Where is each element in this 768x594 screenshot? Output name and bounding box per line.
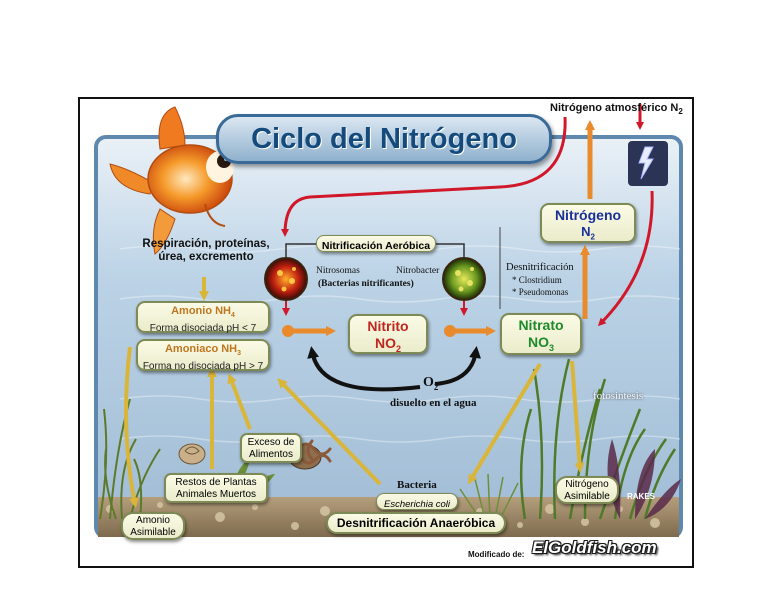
diagram-title: Ciclo del Nitrógeno: [251, 122, 517, 155]
nitrificacion-label: Nitrificación Aeróbica: [316, 235, 436, 252]
arrow-oxygen-right: [434, 346, 482, 386]
arrow-dot-left: [282, 325, 294, 337]
fotosintesis-label: fotosintesis: [593, 390, 644, 402]
nitrosomas-label: Nitrosomas: [316, 266, 360, 276]
title-banner: Ciclo del Nitrógeno: [216, 114, 552, 164]
fish-food-worms: [296, 439, 332, 465]
oxygen-label: O2: [423, 375, 439, 392]
restos-box: Restos de Plantas Animales Muertos: [164, 473, 268, 503]
nitrosomas-bacteria-icon: [264, 257, 308, 301]
bottom-strip: [80, 537, 692, 566]
diagram-frame: Ciclo del Nitrógeno Nitrógeno atmosféric…: [78, 97, 694, 568]
amonio-box: Amonio NH4 Forma disociada pH < 7: [136, 301, 270, 334]
rakes-label: RAKES: [627, 492, 656, 501]
fish-source-label: Respiración, proteínas, úrea, excremento: [142, 238, 270, 263]
nitrato-box: Nitrato NO3: [500, 313, 582, 355]
nitrobacter-label: Nitrobacter: [396, 266, 440, 276]
elgoldfish-logo: ElGoldfish.com: [532, 538, 657, 557]
oxygen-desc: disuelto en el agua: [390, 397, 477, 409]
arrow-lightning-to-nitrato: [597, 190, 654, 327]
arrow-restos-up-2: [227, 373, 252, 430]
nitrogeno-asimilable-box: Nitrógeno Asimilable: [555, 476, 619, 504]
nitrificacion-bracket: [285, 243, 465, 257]
arrow-oxygen-left: [307, 346, 421, 392]
desnitrificacion-label: Desnitrificación * Clostridium * Pseudom…: [506, 262, 574, 297]
arrow-nitrato-asimilable: [570, 360, 585, 473]
nitrogeno-box: Nitrógeno N2: [540, 203, 636, 243]
bacteria-label: Bacteria: [397, 479, 437, 491]
amoniaco-box: Amoniaco NH3 Forma no disociada pH > 7: [136, 339, 270, 372]
nitrito-box: Nitrito NO2: [348, 314, 428, 354]
modificado-label: Modificado de:: [468, 550, 525, 559]
arrow-nitrato-to-bacteria: [467, 362, 542, 485]
atmospheric-nitrogen-label: Nitrógeno atmosférico N2: [550, 102, 683, 117]
nitrobacter-bacteria-icon: [442, 257, 486, 301]
bacterias-nitrificantes-label: (Bacterias nitrificantes): [318, 279, 414, 289]
desnitrificacion-anaerobica-box: Desnitrificación Anaeróbica: [326, 512, 506, 534]
arrow-atm-to-nitrosomas: [281, 116, 567, 237]
arrow-amonio-asimilable: [124, 346, 139, 508]
escherichia-box: Escherichia coli: [376, 493, 458, 510]
exceso-alimentos-box: Exceso de Alimentos: [240, 433, 302, 463]
amonio-asimilable-box: Amonio Asimilable: [121, 512, 185, 540]
arrow-bacteria-to-amoniaco: [277, 378, 382, 486]
arrow-dot-right: [444, 325, 456, 337]
